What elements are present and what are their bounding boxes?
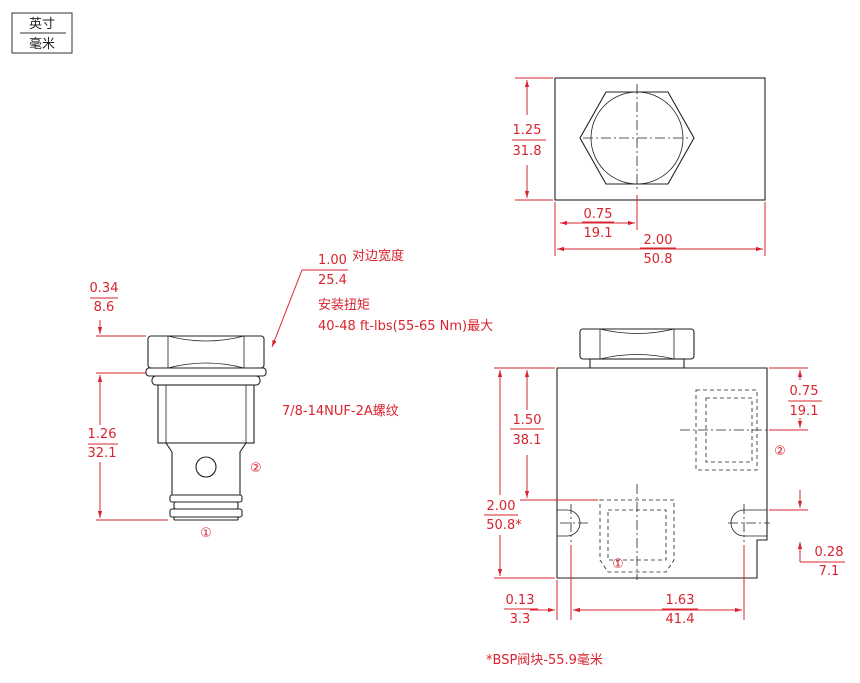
top-center-mm: 19.1 xyxy=(584,226,613,241)
hex-width-mm: 25.4 xyxy=(318,273,347,288)
cartridge-port-1: ① xyxy=(200,526,212,541)
port2-height-mm: 19.1 xyxy=(790,404,819,419)
edge-offset-in: 0.13 xyxy=(506,593,535,608)
hex-height-in: 0.34 xyxy=(90,281,119,296)
bsp-footnote: *BSP阀块-55.9毫米 xyxy=(486,652,603,668)
torque-value: 40-48 ft-lbs(55-65 Nm)最大 xyxy=(318,319,493,334)
block-port-1: ① xyxy=(612,557,624,572)
mount-height-in: 0.28 xyxy=(815,545,844,560)
block-height-in: 2.00 xyxy=(487,499,516,514)
top-center-in: 0.75 xyxy=(584,207,613,222)
block-height-mm: 50.8* xyxy=(486,518,522,533)
hole-span-mm: 41.4 xyxy=(666,612,695,627)
thread-spec: 7/8-14NUF-2A螺纹 xyxy=(282,404,399,419)
unit-inch-label: 英寸 xyxy=(29,17,55,32)
unit-legend: 英寸 毫米 xyxy=(11,12,73,54)
cartridge-dimensions xyxy=(88,269,348,521)
cavity-depth-in: 1.50 xyxy=(513,413,542,428)
hex-height-mm: 8.6 xyxy=(94,300,115,315)
top-height-mm: 31.8 xyxy=(513,144,542,159)
block-top-view xyxy=(554,77,766,201)
torque-title: 安装扭矩 xyxy=(318,298,370,313)
block-front-view xyxy=(556,328,790,580)
block-front-dimensions xyxy=(484,367,845,620)
body-length-mm: 32.1 xyxy=(88,446,117,461)
block-port-2: ② xyxy=(774,444,786,459)
top-width-mm: 50.8 xyxy=(644,252,673,267)
hex-width-label: 对边宽度 xyxy=(352,248,404,264)
top-width-in: 2.00 xyxy=(644,233,673,248)
hex-width-in: 1.00 xyxy=(318,253,347,268)
unit-mm-label: 毫米 xyxy=(29,36,55,52)
cartridge-drawing xyxy=(145,335,267,521)
hole-span-in: 1.63 xyxy=(666,593,695,608)
body-length-in: 1.26 xyxy=(88,427,117,442)
port2-height-in: 0.75 xyxy=(790,384,819,399)
block-top-dimensions xyxy=(512,77,766,256)
mount-height-mm: 7.1 xyxy=(819,564,840,579)
top-height-in: 1.25 xyxy=(513,123,542,138)
cartridge-port-2: ② xyxy=(250,461,262,476)
edge-offset-mm: 3.3 xyxy=(510,612,531,627)
cavity-depth-mm: 38.1 xyxy=(513,433,542,448)
